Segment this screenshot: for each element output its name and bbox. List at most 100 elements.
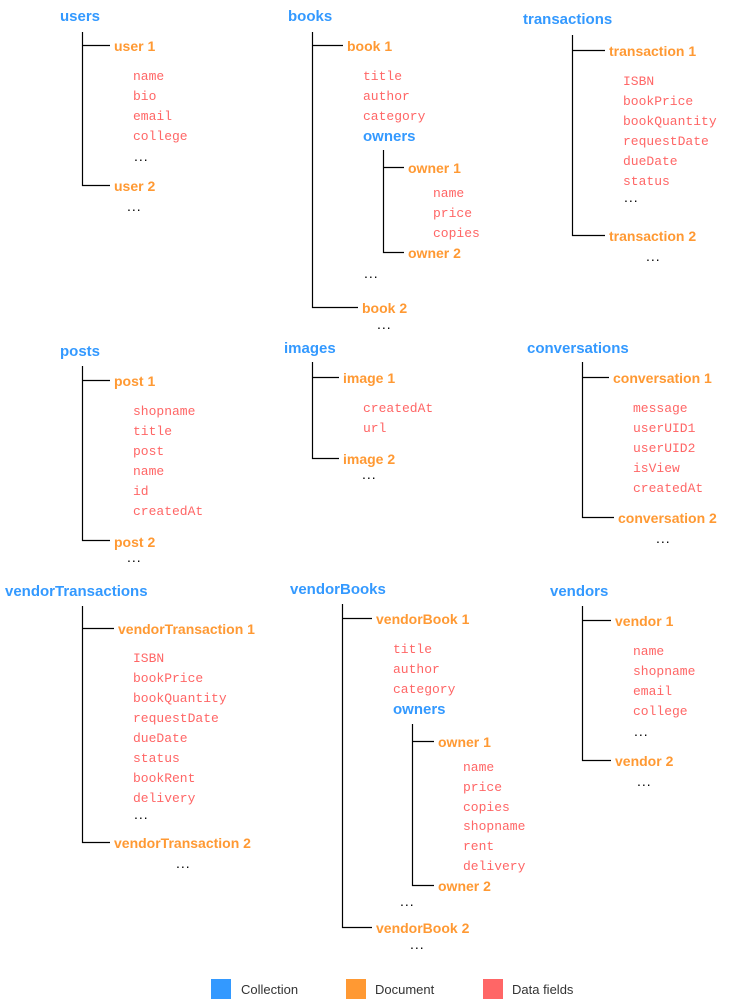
field-vb-title: title	[393, 642, 433, 657]
tree-line	[311, 362, 339, 460]
collection-transactions: transactions	[523, 11, 613, 28]
collection-images: images	[284, 340, 336, 357]
legend-label-collection: Collection	[241, 982, 299, 997]
ellipsis: ...	[127, 549, 142, 565]
legend-swatch-document	[346, 979, 366, 999]
ellipsis: ...	[656, 530, 671, 546]
document-owner-2: owner 2	[408, 245, 461, 261]
collection-posts: posts	[60, 343, 101, 360]
legend-label-document: Document	[375, 982, 435, 997]
document-owner-1: owner 1	[408, 160, 461, 176]
ellipsis: ...	[364, 265, 379, 281]
tree-line	[81, 606, 110, 844]
field-vt-bookprice: bookPrice	[133, 671, 204, 686]
collection-vendors: vendors	[550, 583, 609, 600]
ellipsis: ...	[634, 723, 649, 739]
tree-line	[341, 604, 372, 929]
field-vb-category: category	[393, 682, 456, 697]
field-posts-id: id	[133, 484, 149, 499]
document-post-2: post 2	[114, 534, 156, 550]
ellipsis: ...	[127, 198, 142, 214]
field-vt-bookquantity: bookQuantity	[133, 691, 227, 706]
document-user-2: user 2	[114, 178, 156, 194]
field-posts-post: post	[133, 444, 165, 459]
ellipsis: ...	[362, 466, 377, 482]
field-users-name: name	[133, 69, 165, 84]
tree-line	[411, 724, 434, 887]
field-posts-name: name	[133, 464, 165, 479]
collection-users: users	[60, 8, 101, 25]
collection-conversations: conversations	[527, 340, 629, 357]
document-image-2: image 2	[343, 451, 396, 467]
document-user-1: user 1	[114, 38, 156, 54]
field-vendors-shopname: shopname	[633, 664, 696, 679]
field-posts-shopname: shopname	[133, 404, 196, 419]
field-users-college: college	[133, 129, 188, 144]
field-vb-owner-price: price	[463, 780, 503, 795]
document-vendortransaction-1: vendorTransaction 1	[118, 621, 255, 637]
document-conversation-1: conversation 1	[613, 370, 712, 386]
field-vt-delivery: delivery	[133, 791, 196, 806]
field-vb-author: author	[393, 662, 440, 677]
field-images-createdat: createdAt	[363, 401, 434, 416]
field-vt-duedate: dueDate	[133, 731, 188, 746]
field-users-email: email	[133, 109, 173, 124]
field-vt-requestdate: requestDate	[133, 711, 219, 726]
ellipsis: ...	[176, 855, 191, 871]
field-conversations-useruid1: userUID1	[633, 421, 696, 436]
field-transactions-isbn: ISBN	[623, 74, 655, 89]
field-transactions-bookquantity: bookQuantity	[623, 114, 717, 129]
collection-books: books	[288, 8, 333, 25]
ellipsis: ...	[134, 148, 149, 164]
field-vendors-email: email	[633, 684, 673, 699]
field-vendors-college: college	[633, 704, 688, 719]
document-owner-1: owner 1	[438, 734, 491, 750]
document-book-2: book 2	[362, 300, 408, 316]
tree-line	[571, 35, 605, 237]
tree-line	[81, 366, 110, 542]
document-vendorbook-2: vendorBook 2	[376, 920, 470, 936]
legend-swatch-data-fields	[483, 979, 503, 999]
field-vt-bookrent: bookRent	[133, 771, 196, 786]
tree-line	[81, 32, 110, 187]
field-conversations-createdat: createdAt	[633, 481, 704, 496]
field-transactions-duedate: dueDate	[623, 154, 678, 169]
document-book-1: book 1	[347, 38, 393, 54]
collection-vendortransactions: vendorTransactions	[5, 583, 148, 600]
field-vendors-name: name	[633, 644, 665, 659]
collection-vendorbooks: vendorBooks	[290, 581, 386, 598]
field-images-url: url	[363, 421, 387, 436]
document-transaction-2: transaction 2	[609, 228, 697, 244]
ellipsis: ...	[134, 806, 149, 822]
document-post-1: post 1	[114, 373, 156, 389]
document-vendortransaction-2: vendorTransaction 2	[114, 835, 251, 851]
field-vb-owner-shopname: shopname	[463, 819, 526, 834]
field-owner-name: name	[433, 186, 465, 201]
subcollection-owners: owners	[393, 701, 446, 718]
ellipsis: ...	[377, 316, 392, 332]
ellipsis: ...	[646, 248, 661, 264]
field-users-bio: bio	[133, 89, 157, 104]
ellipsis: ...	[410, 936, 425, 952]
legend-label-data-fields: Data fields	[512, 982, 574, 997]
document-vendor-2: vendor 2	[615, 753, 674, 769]
field-vb-owner-rent: rent	[463, 839, 495, 854]
field-owner-copies: copies	[433, 226, 480, 241]
tree-line	[581, 362, 614, 519]
field-conversations-isview: isView	[633, 461, 680, 476]
field-vb-owner-name: name	[463, 760, 495, 775]
document-transaction-1: transaction 1	[609, 43, 697, 59]
document-image-1: image 1	[343, 370, 396, 386]
field-books-title: title	[363, 69, 403, 84]
document-owner-2: owner 2	[438, 878, 491, 894]
field-vb-owner-copies: copies	[463, 800, 510, 815]
field-vt-isbn: ISBN	[133, 651, 165, 666]
field-books-category: category	[363, 109, 426, 124]
ellipsis: ...	[637, 773, 652, 789]
ellipsis: ...	[400, 893, 415, 909]
field-conversations-useruid2: userUID2	[633, 441, 696, 456]
document-vendor-1: vendor 1	[615, 613, 674, 629]
field-posts-createdat: createdAt	[133, 504, 204, 519]
field-conversations-message: message	[633, 401, 688, 416]
